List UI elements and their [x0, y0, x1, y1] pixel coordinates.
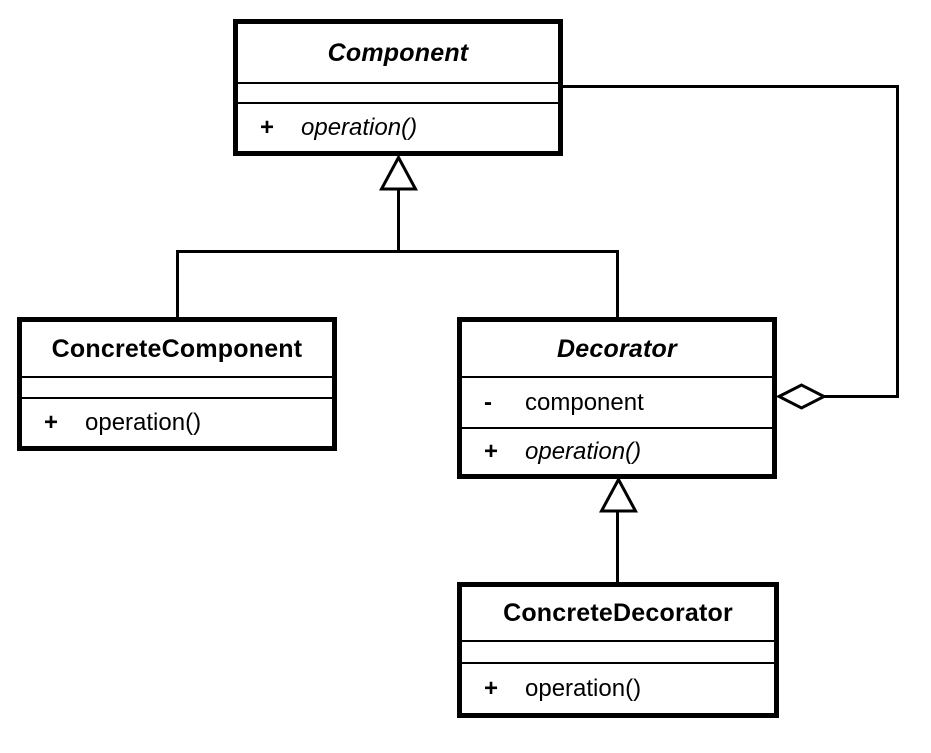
method-row: + operation() [462, 429, 772, 474]
aggregation-line-bottom [820, 395, 899, 398]
attribute-row: - component [462, 378, 772, 427]
class-component-attributes [238, 82, 558, 102]
method-signature: operation() [525, 437, 642, 465]
aggregation-line-top [561, 85, 899, 88]
class-concretecomponent-name: ConcreteComponent [51, 334, 303, 363]
method-row: + operation() [462, 664, 774, 713]
method-signature: operation() [301, 113, 418, 141]
generalization-stem-concretedecorator [616, 510, 619, 582]
class-concretecomponent: ConcreteComponent + operation() [17, 317, 337, 451]
class-concretecomponent-methods: + operation() [22, 397, 332, 446]
visibility-symbol: + [44, 408, 59, 436]
class-component-methods: + operation() [238, 102, 558, 151]
generalization-triangle-to-decorator [599, 477, 638, 513]
class-concretecomponent-attributes [22, 376, 332, 397]
class-component: Component + operation() [233, 19, 563, 156]
method-signature: operation() [525, 674, 642, 702]
visibility-symbol: + [484, 674, 499, 702]
class-component-name: Component [327, 38, 469, 67]
generalization-drop-decorator [616, 251, 619, 317]
class-concretedecorator-attributes [462, 640, 774, 662]
method-row: + operation() [238, 104, 558, 151]
visibility-symbol: + [484, 437, 499, 465]
class-decorator: Decorator - component + operation() [457, 317, 777, 479]
method-row: + operation() [22, 399, 332, 446]
class-decorator-name: Decorator [557, 334, 677, 363]
class-decorator-attributes: - component [462, 376, 772, 427]
class-decorator-methods: + operation() [462, 427, 772, 474]
generalization-drop-concretecomponent [176, 251, 179, 317]
class-concretedecorator-methods: + operation() [462, 662, 774, 713]
class-concretedecorator-name: ConcreteDecorator [503, 599, 733, 627]
aggregation-line-vertical [896, 86, 899, 397]
generalization-triangle-to-component [379, 155, 418, 191]
generalization-stem-component [397, 187, 400, 252]
method-signature: operation() [85, 408, 202, 436]
class-concretedecorator: ConcreteDecorator + operation() [457, 582, 779, 718]
aggregation-diamond [777, 383, 826, 410]
generalization-junction-horizontal [176, 250, 619, 253]
attribute-name: component [525, 388, 644, 416]
visibility-symbol: + [260, 113, 275, 141]
visibility-symbol: - [484, 388, 492, 416]
